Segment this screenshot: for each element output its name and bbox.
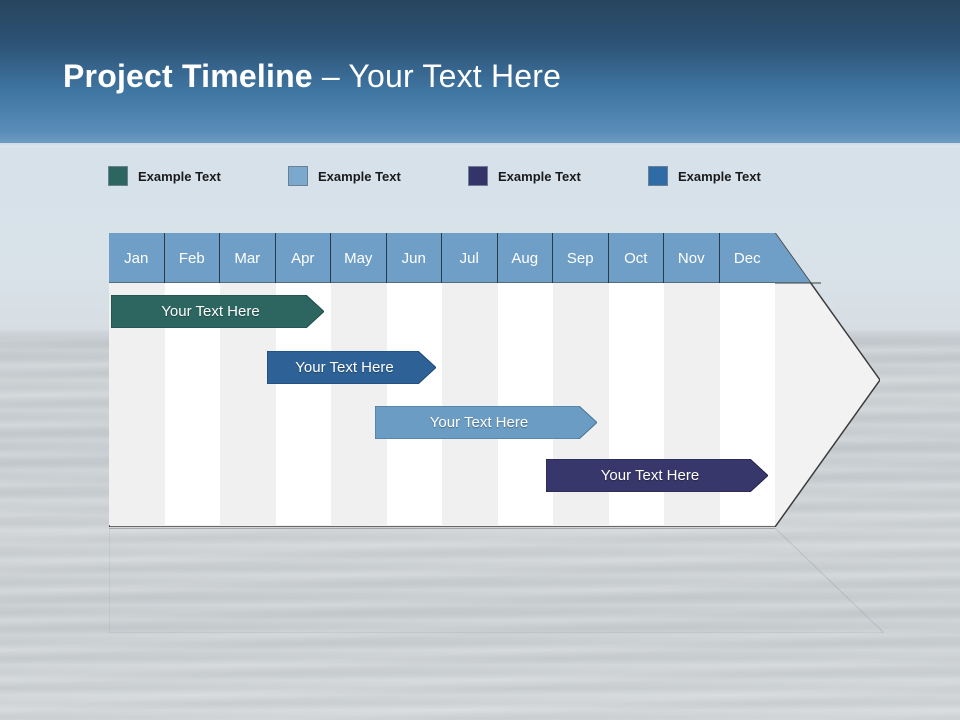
legend-item-1[interactable]: Example Text — [108, 166, 221, 186]
month-header-nov[interactable]: Nov — [664, 233, 720, 283]
title-band — [0, 0, 960, 143]
legend-item-label: Example Text — [498, 168, 581, 184]
task-bar-arrow-shape — [375, 406, 597, 439]
month-header-jul[interactable]: Jul — [442, 233, 498, 283]
task-bar-label: Your Text Here — [161, 303, 260, 320]
column-stripe — [497, 283, 553, 525]
legend-swatch-icon — [648, 166, 668, 186]
legend-item-2[interactable]: Example Text — [288, 166, 401, 186]
month-header-aug[interactable]: Aug — [498, 233, 553, 283]
month-header-jan[interactable]: Jan — [109, 233, 165, 283]
title-light-part: Your Text Here — [348, 58, 562, 94]
legend-item-label: Example Text — [138, 168, 221, 184]
task-bar-1[interactable]: Your Text Here — [111, 295, 324, 328]
task-bar-arrow-shape — [267, 351, 436, 384]
month-header-sep[interactable]: Sep — [553, 233, 609, 283]
task-bar-2[interactable]: Your Text Here — [267, 351, 436, 384]
task-bar-3[interactable]: Your Text Here — [375, 406, 597, 439]
legend-swatch-icon — [468, 166, 488, 186]
timeline-reflection — [109, 528, 884, 633]
page-title: Project Timeline – Your Text Here — [63, 58, 561, 95]
legend-item-label: Example Text — [678, 168, 761, 184]
legend-item-label: Example Text — [318, 168, 401, 184]
task-bar-4[interactable]: Your Text Here — [546, 459, 768, 492]
month-header-mar[interactable]: Mar — [220, 233, 276, 283]
task-bar-label: Your Text Here — [600, 467, 700, 484]
legend-swatch-icon — [108, 166, 128, 186]
task-bar-arrow-shape — [111, 295, 324, 328]
task-bar-label: Your Text Here — [295, 359, 394, 376]
legend: Example Text Example Text Example Text E… — [108, 166, 828, 198]
column-stripe — [386, 283, 442, 525]
task-bar-arrow-shape — [546, 459, 768, 492]
column-stripe — [442, 283, 498, 525]
legend-swatch-icon — [288, 166, 308, 186]
column-stripe — [331, 283, 387, 525]
month-header-may[interactable]: May — [331, 233, 387, 283]
task-bar-label: Your Text Here — [429, 414, 529, 431]
timeline-chart: Jan Feb Mar Apr May Jun Jul Aug Sep Oct … — [109, 233, 880, 527]
title-separator: – — [312, 58, 349, 94]
title-band-edge — [0, 143, 960, 147]
title-bold-part: Project Timeline — [63, 58, 313, 94]
month-header-row: Jan Feb Mar Apr May Jun Jul Aug Sep Oct … — [109, 233, 775, 283]
legend-item-4[interactable]: Example Text — [648, 166, 761, 186]
month-header-feb[interactable]: Feb — [165, 233, 220, 283]
month-header-apr[interactable]: Apr — [276, 233, 331, 283]
month-header-dec[interactable]: Dec — [733, 249, 761, 267]
month-header-oct[interactable]: Oct — [609, 233, 664, 283]
legend-item-3[interactable]: Example Text — [468, 166, 581, 186]
month-header-jun[interactable]: Jun — [387, 233, 442, 283]
